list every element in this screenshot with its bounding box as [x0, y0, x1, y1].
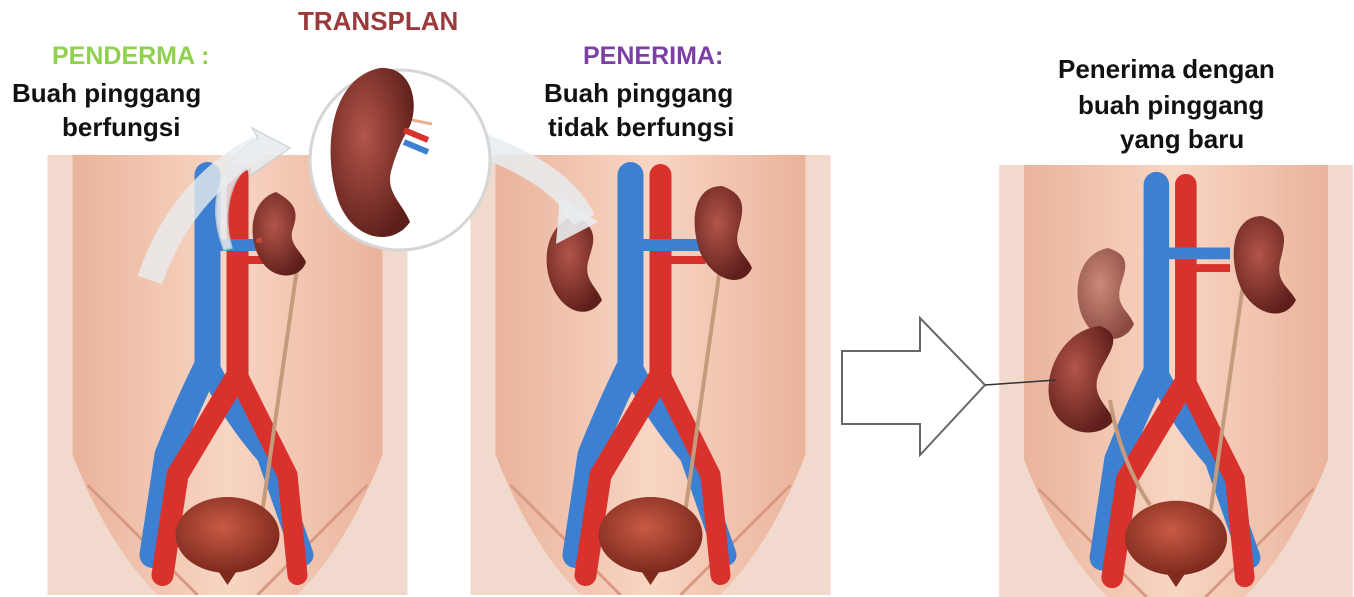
- magnifier-circle-icon: [310, 68, 490, 250]
- recipient-panel: [432, 128, 831, 595]
- recipient-line2: tidak berfungsi: [548, 114, 734, 140]
- recipient-heading: PENERIMA:: [583, 44, 723, 69]
- donor-heading: PENDERMA :: [52, 44, 209, 69]
- donor-line1: Buah pinggang: [12, 80, 201, 106]
- transplant-title: TRANSPLAN: [298, 8, 458, 34]
- donor-line2: berfungsi: [62, 114, 180, 140]
- result-panel: [985, 165, 1353, 597]
- recipient-line1: Buah pinggang: [544, 80, 733, 106]
- result-line2: buah pinggang: [1078, 92, 1264, 118]
- block-arrow-icon: [842, 318, 985, 455]
- result-line1: Penerima dengan: [1058, 56, 1275, 82]
- result-line3: yang baru: [1120, 126, 1244, 152]
